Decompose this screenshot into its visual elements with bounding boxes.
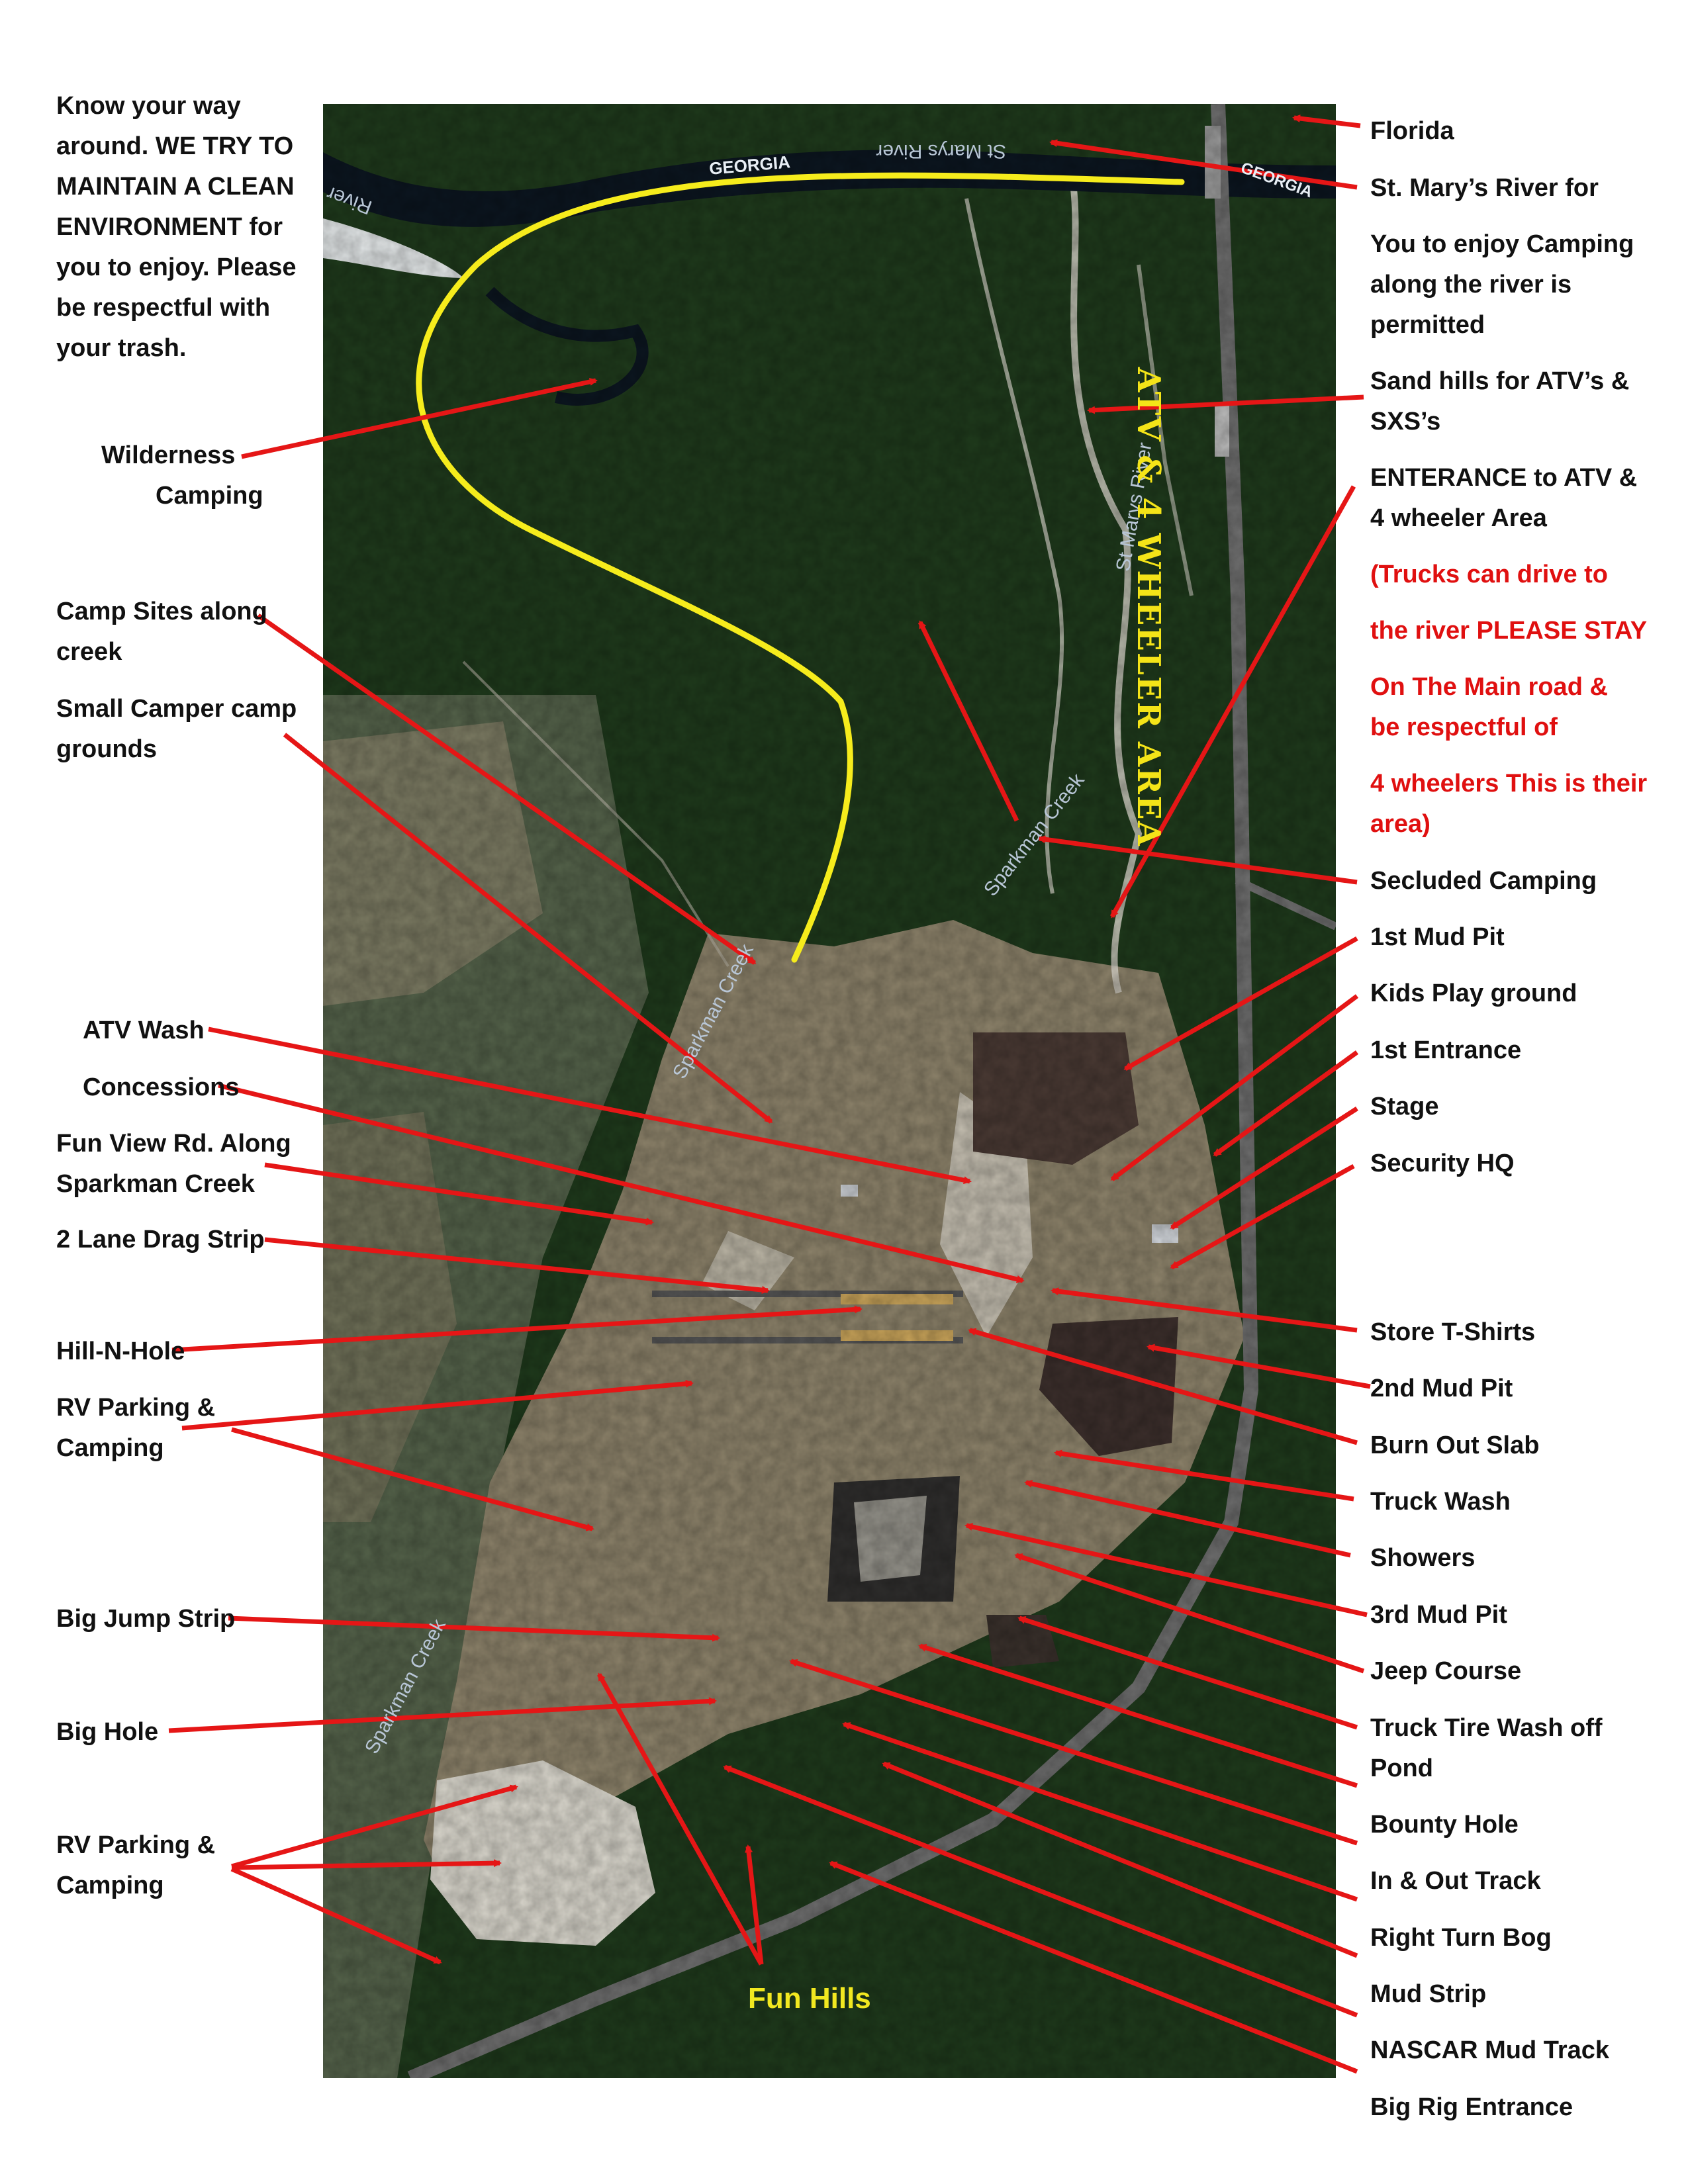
fun-hills-label: Fun Hills	[748, 1982, 871, 2015]
label-stage: Stage	[1370, 1093, 1439, 1120]
label-atv-wash: ATV Wash	[83, 1017, 205, 1044]
label-store: Store T-Shirts	[1370, 1318, 1536, 1346]
label-enjoy-3: permitted	[1370, 311, 1485, 339]
label-florida: Florida	[1370, 117, 1454, 145]
label-secluded: Secluded Camping	[1370, 867, 1597, 895]
label-mud-strip: Mud Strip	[1370, 1980, 1487, 2008]
label-bounty: Bounty Hole	[1370, 1811, 1519, 1839]
label-enjoy-2: along the river is	[1370, 271, 1572, 298]
label-drag-strip: 2 Lane Drag Strip	[56, 1226, 265, 1253]
label-enjoy-1: You to enjoy Camping	[1370, 230, 1634, 258]
label-fun-view-1: Fun View Rd. Along	[56, 1130, 291, 1158]
label-rv-1b: Camping	[56, 1434, 164, 1462]
label-rv-2b: Camping	[56, 1872, 164, 1899]
atv-area-label: ATV & 4 WHEELER AREA	[1130, 367, 1167, 847]
label-big-jump: Big Jump Strip	[56, 1605, 236, 1633]
aerial-photo	[323, 104, 1336, 2078]
label-camp-sites-2: creek	[56, 638, 122, 666]
warning-line-2: the river PLEASE STAY	[1370, 617, 1648, 645]
pointer-arrows	[168, 114, 1371, 2074]
warning-line-1: (Trucks can drive to	[1370, 561, 1609, 588]
label-mud-pit-3: 3rd Mud Pit	[1370, 1601, 1507, 1629]
label-kids: Kids Play ground	[1370, 979, 1577, 1007]
label-rv-2a: RV Parking &	[56, 1831, 216, 1859]
label-tire-wash-1: Truck Tire Wash off	[1370, 1714, 1603, 1742]
label-entrance-atv-1: ENTERANCE to ATV &	[1370, 464, 1638, 492]
label-sand-1: Sand hills for ATV’s &	[1370, 367, 1630, 395]
label-showers: Showers	[1370, 1544, 1476, 1572]
intro-note: Know your way around. WE TRY TO MAINTAIN…	[56, 92, 297, 362]
label-rv-1a: RV Parking &	[56, 1394, 216, 1422]
label-hill-n-hole: Hill-N-Hole	[56, 1338, 185, 1365]
label-wilderness-2: Camping	[156, 482, 263, 510]
label-camp-sites-1: Camp Sites along	[56, 598, 267, 625]
label-entrance-atv-2: 4 wheeler Area	[1370, 504, 1547, 532]
warning-line-6: area)	[1370, 810, 1430, 838]
label-jeep: Jeep Course	[1370, 1657, 1522, 1685]
label-mud-pit-1: 1st Mud Pit	[1370, 923, 1505, 951]
label-burnout: Burn Out Slab	[1370, 1432, 1540, 1459]
map-label-river-top: St Marys River	[876, 140, 1006, 162]
label-wilderness-1: Wilderness	[101, 441, 236, 469]
label-concessions: Concessions	[83, 1073, 240, 1101]
label-entrance-1: 1st Entrance	[1370, 1036, 1522, 1064]
label-big-hole: Big Hole	[56, 1718, 159, 1746]
label-right-turn: Right Turn Bog	[1370, 1924, 1552, 1952]
wilderness-boundary-trail	[416, 172, 1185, 963]
label-tire-wash-2: Pond	[1370, 1754, 1433, 1782]
label-mud-pit-2: 2nd Mud Pit	[1370, 1375, 1513, 1402]
label-fun-view-2: Sparkman Creek	[56, 1170, 255, 1198]
label-st-marys: St. Mary’s River for	[1370, 174, 1599, 202]
label-small-camper-1: Small Camper camp	[56, 695, 297, 723]
warning-line-4: be respectful of	[1370, 713, 1558, 741]
label-security: Security HQ	[1370, 1150, 1515, 1177]
label-small-camper-2: grounds	[56, 735, 157, 763]
warning-line-3: On The Main road &	[1370, 673, 1608, 701]
label-big-rig: Big Rig Entrance	[1370, 2093, 1573, 2121]
label-nascar: NASCAR Mud Track	[1370, 2036, 1610, 2064]
label-in-out: In & Out Track	[1370, 1867, 1541, 1895]
label-truck-wash: Truck Wash	[1370, 1488, 1511, 1516]
warning-line-5: 4 wheelers This is their	[1370, 770, 1648, 797]
label-sand-2: SXS’s	[1370, 408, 1441, 435]
